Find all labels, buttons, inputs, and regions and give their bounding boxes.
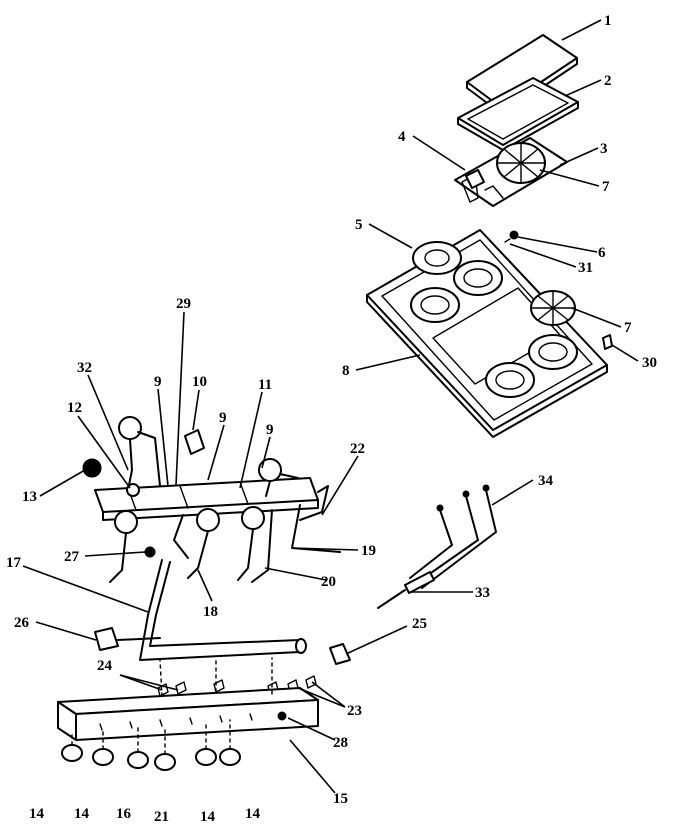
knob-4	[154, 753, 176, 771]
control-panel-part	[57, 687, 319, 741]
knob-guide-lines	[71, 657, 273, 755]
spark-electrode-part	[377, 571, 435, 609]
callout-11: 11	[258, 377, 272, 393]
burner-ring-rear-left	[410, 287, 460, 323]
igniter-clip-part	[465, 169, 485, 189]
callout-4: 4	[398, 129, 406, 145]
callout-28: 28	[333, 735, 348, 751]
burner-ring-front-left	[485, 362, 535, 398]
knob-3	[127, 751, 149, 769]
callout-9-center: 9	[219, 410, 227, 426]
callout-18: 18	[203, 604, 218, 620]
burner-valve-right-rear	[258, 458, 299, 497]
callout-2: 2	[604, 73, 612, 89]
callout-5: 5	[355, 217, 363, 233]
burner-valve-left-front	[109, 510, 138, 583]
callout-10: 10	[192, 374, 207, 390]
callout-24: 24	[97, 658, 113, 674]
callout-31: 31	[578, 260, 593, 276]
bracket-right-part	[329, 643, 351, 665]
burner-valve-right-front	[237, 506, 265, 581]
callout-19: 19	[361, 543, 376, 559]
callout-23: 23	[347, 703, 362, 719]
cooktop-panel-part	[366, 229, 608, 438]
burner-valve-left-rear	[118, 416, 161, 491]
knob-1	[61, 744, 83, 762]
callout-13: 13	[22, 489, 37, 505]
callout-labels: 1 2 3 4 7 5 6 31 7 30 8 29 32 9 10 11 9 …	[6, 13, 657, 825]
screw-part	[504, 230, 519, 243]
callout-26: 26	[14, 615, 30, 631]
gas-pipe-part	[139, 559, 307, 661]
manifold-assembly	[94, 416, 341, 583]
gas-inlet-fitting-part	[82, 458, 102, 478]
callout-9-left: 9	[154, 374, 162, 390]
callout-25: 25	[412, 616, 427, 632]
callout-15: 15	[333, 791, 348, 807]
callout-20: 20	[321, 574, 336, 590]
callout-12: 12	[67, 400, 82, 416]
callout-3: 3	[600, 141, 608, 157]
knob-6	[219, 748, 241, 766]
callout-14-b: 14	[74, 806, 90, 822]
burner-valve-center	[187, 508, 220, 579]
callout-14-c: 14	[200, 809, 216, 825]
knob-2	[92, 748, 114, 766]
callout-6: 6	[598, 245, 606, 261]
callout-17: 17	[6, 555, 22, 571]
callout-14-a: 14	[29, 806, 45, 822]
callout-33: 33	[475, 585, 490, 601]
clip-part	[602, 334, 613, 350]
callout-16: 16	[116, 806, 132, 822]
callout-27: 27	[64, 549, 80, 565]
burner-cap-part	[496, 142, 546, 184]
burner-cap-on-panel	[530, 290, 576, 326]
knob-5	[195, 748, 217, 766]
callout-7-top: 7	[602, 179, 610, 195]
valve-knob-stem-part	[184, 429, 205, 455]
callout-32: 32	[77, 360, 92, 376]
burner-ring-part	[412, 241, 462, 275]
callout-29: 29	[176, 296, 191, 312]
callout-21: 21	[154, 809, 169, 825]
callout-14-d: 14	[245, 806, 261, 822]
spark-module-part	[144, 546, 156, 558]
leader-lines	[22, 19, 639, 794]
callout-22: 22	[350, 441, 365, 457]
callout-1: 1	[604, 13, 612, 29]
callout-9-right: 9	[266, 422, 274, 438]
igniter-wire-set-part	[409, 484, 497, 589]
callout-34: 34	[538, 473, 554, 489]
burner-tube-part	[173, 514, 189, 559]
callout-30: 30	[642, 355, 657, 371]
callout-7-panel: 7	[624, 320, 632, 336]
burner-ring-rear-right	[453, 260, 503, 296]
callout-8: 8	[342, 363, 350, 379]
burner-ring-front-right	[528, 334, 578, 370]
bracket-left-part	[94, 627, 161, 651]
